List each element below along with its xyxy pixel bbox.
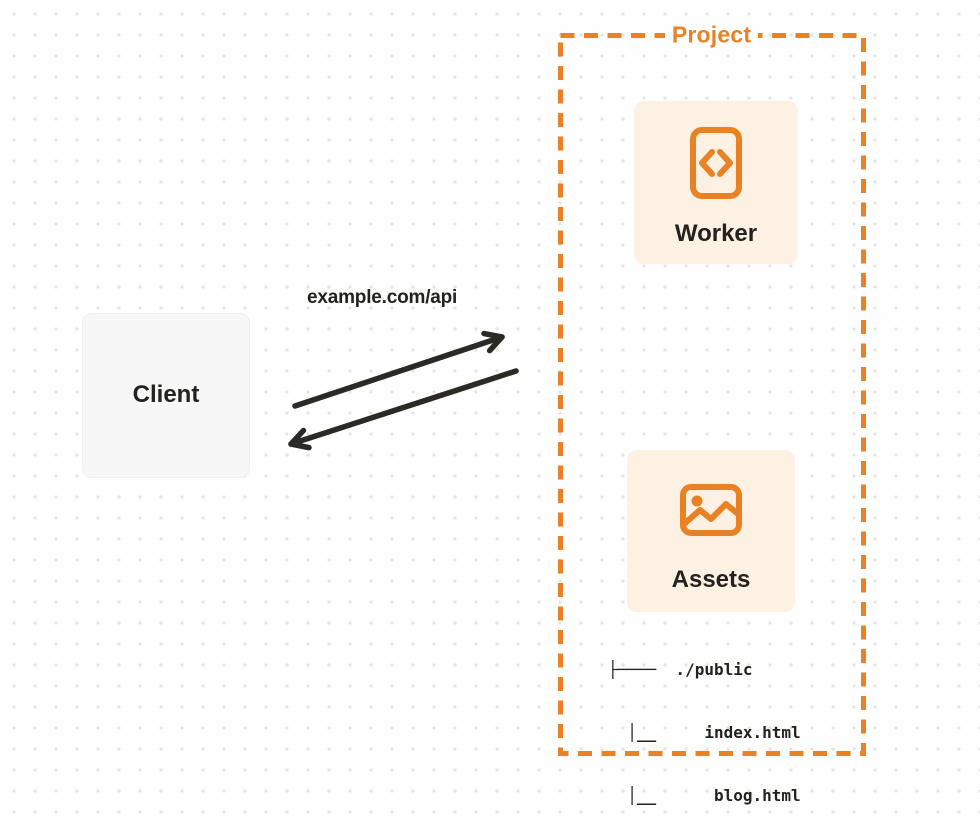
worker-label: Worker [674,220,758,247]
file-tree-line-blog: │__ blog.html [608,786,801,805]
file-tree-line-public: ├──── ./public [608,660,753,679]
project-label: Project [560,21,863,49]
request-url-label: example.com/api [307,287,458,308]
code-file-icon [690,127,742,199]
image-icon [680,484,742,536]
client-label: Client [132,381,200,409]
client-node: Client [82,313,250,478]
response-arrow [288,368,519,451]
file-tree-line-index: │__ index.html [608,723,801,742]
assets-label: Assets [671,566,751,593]
assets-node: Assets [627,450,795,612]
project-label-text: Project [664,21,759,48]
file-tree: ├──── ./public │__ index.html │__ blog.h… [608,617,801,818]
request-arrow [292,330,505,409]
worker-node: Worker [634,101,798,264]
